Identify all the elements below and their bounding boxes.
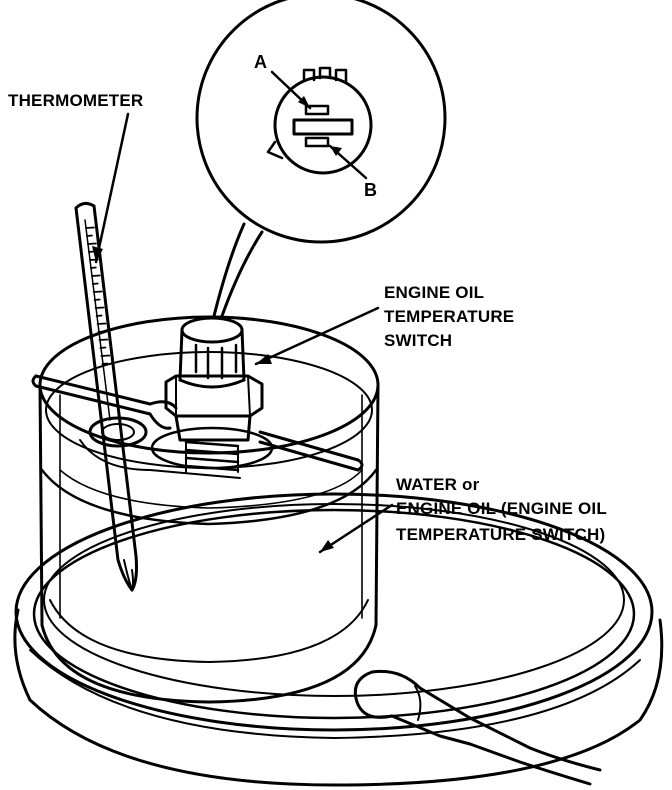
fluid-leader	[318, 503, 394, 554]
oil-temperature-switch	[164, 316, 264, 473]
thermometer-tick	[87, 242, 97, 245]
switch-leader	[254, 306, 380, 366]
thermometer	[74, 201, 138, 592]
thermometer-tick	[98, 338, 109, 341]
power-cord	[353, 669, 602, 786]
switch-label-line3: SWITCH	[384, 331, 452, 350]
fluid-label-line1: WATER or	[396, 475, 480, 494]
switch-label-line2: TEMPERATURE	[384, 307, 514, 326]
connector-detail-view	[195, 0, 447, 318]
terminal-b-pin	[304, 136, 330, 148]
terminal-a-label: A	[254, 52, 267, 72]
thermometer-tick	[96, 322, 107, 325]
labels: THERMOMETER ENGINE OIL TEMPERATURE SWITC…	[8, 52, 607, 544]
thermometer-label: THERMOMETER	[8, 91, 143, 110]
terminal-b-label: B	[364, 180, 377, 200]
thermometer-leader	[94, 112, 130, 264]
thermometer-tick	[90, 274, 101, 277]
fluid-label-line3: TEMPERATURE SWITCH)	[396, 525, 605, 544]
connector-key	[292, 118, 354, 136]
fluid-label-line2: ENGINE OIL (ENGINE OIL	[396, 499, 607, 518]
support-bracket	[31, 374, 364, 479]
thermometer-tick	[92, 290, 103, 293]
switch-label-line1: ENGINE OIL	[384, 283, 484, 302]
heater-base	[13, 492, 664, 787]
thermometer-tick	[86, 234, 93, 237]
leader-lines	[94, 70, 394, 554]
arrowheads	[92, 96, 342, 552]
thermometer-tick	[94, 306, 105, 309]
terminal-a-pin	[304, 104, 330, 116]
thermometer-tick	[85, 226, 95, 229]
